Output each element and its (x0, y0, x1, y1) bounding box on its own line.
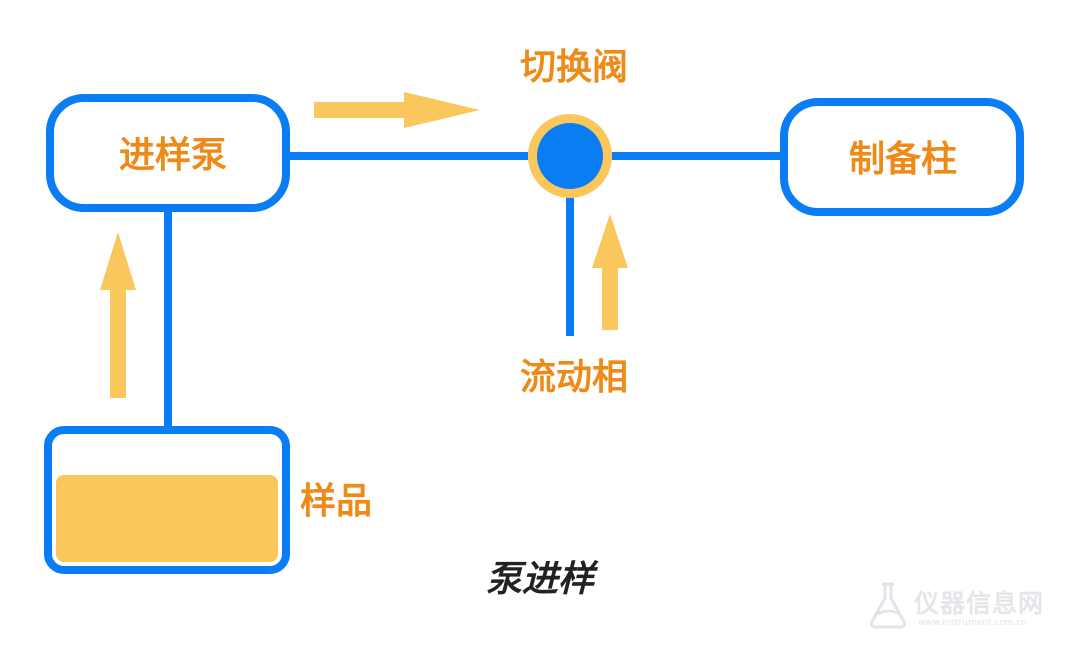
sample-liquid (56, 475, 278, 562)
mobile-phase-label: 流动相 (519, 357, 628, 398)
flask-icon (870, 582, 906, 629)
arrow-icon (100, 232, 136, 398)
valve-core (537, 123, 603, 189)
diagram-caption: 泵进样 (485, 559, 594, 600)
watermark-name: 仪器信息网 (914, 589, 1045, 618)
column-label: 制备柱 (848, 139, 957, 180)
arrow-icon (592, 214, 628, 330)
pump-label: 进样泵 (118, 135, 227, 176)
pump-box (46, 94, 290, 212)
column-box (780, 98, 1024, 216)
sample-label: 样品 (300, 481, 373, 522)
watermark: 仪器信息网 www.instrument.com.cn (866, 578, 1066, 634)
arrow-icon (314, 92, 480, 128)
valve-label: 切换阀 (519, 47, 628, 88)
watermark-url: www.instrument.com.cn (918, 618, 1028, 628)
